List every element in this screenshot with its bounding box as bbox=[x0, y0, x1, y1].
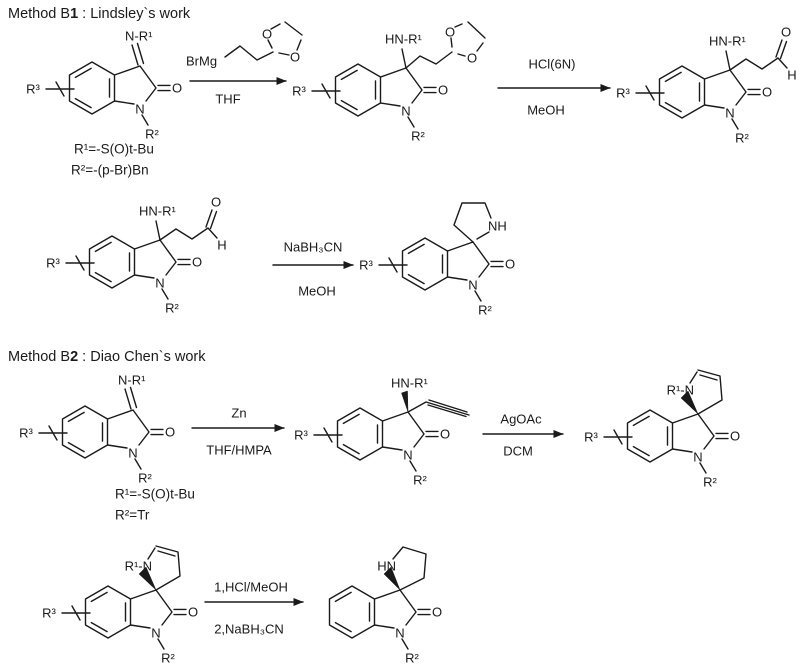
b1-r2-definition: R²=-(p-Br)Bn bbox=[71, 163, 149, 178]
dioxolane-oxygen1-label: O bbox=[262, 27, 272, 42]
b2-r2-definition: R²=Tr bbox=[115, 508, 150, 523]
arrow-4-zinc-propargylation: Zn THF/HMPA bbox=[191, 406, 285, 458]
arrow4-solvent: THF/HMPA bbox=[206, 443, 272, 458]
arrow-1-grignard-addition: THF bbox=[189, 77, 287, 107]
wedge-bond bbox=[401, 390, 409, 413]
b2-title-rest: : Diao Chen`s work bbox=[78, 349, 206, 365]
ethyl-dioxolane-chain-bonds bbox=[405, 21, 486, 69]
b2-title-prefix: Method B bbox=[8, 349, 70, 365]
pyrrolidine-hn-label: HN bbox=[377, 559, 396, 574]
pyrrolidine-ring-bonds bbox=[392, 546, 427, 591]
pyrrolidine-nh-label: NH bbox=[488, 219, 507, 234]
wedge-bond bbox=[383, 566, 401, 591]
method-b2-title: Method B2 : Diao Chen`s work bbox=[8, 349, 206, 365]
r3-use bbox=[291, 82, 341, 100]
brmg-label: BrMg bbox=[186, 54, 217, 69]
b2-title-number: 2 bbox=[70, 349, 78, 365]
b2-spirodihydropyrrole-product bbox=[584, 370, 740, 490]
arrow-3-reductive-amination: NaBH₃CN MeOH bbox=[272, 240, 354, 299]
b1-r1-definition: R¹=-S(O)t-Bu bbox=[74, 142, 154, 157]
b1-title-prefix: Method B bbox=[8, 6, 70, 22]
arrow5-reagent: AgOAc bbox=[500, 412, 542, 427]
b2-propargyl-adduct: HN-R¹ bbox=[293, 376, 470, 489]
grignard-dioxolane-reagent: BrMg O O bbox=[186, 21, 303, 69]
b1-ketimine-substrate bbox=[26, 29, 182, 142]
arrow2-reagent: HCl(6N) bbox=[529, 57, 576, 72]
propargyl-chain-bonds bbox=[407, 399, 470, 418]
arrow1-solvent: THF bbox=[215, 92, 240, 107]
oxindole-core-use bbox=[336, 407, 451, 489]
hn-r1-use bbox=[384, 30, 424, 69]
b1-title-rest: : Lindsley`s work bbox=[78, 6, 191, 22]
b2-spirodihydropyrrole-substrate bbox=[42, 546, 198, 666]
b2-r1-definition: R¹=-S(O)t-Bu bbox=[115, 487, 195, 502]
arrow5-solvent: DCM bbox=[503, 444, 533, 459]
b1-aldehyde-substrate bbox=[46, 195, 227, 316]
dioxolane-oxygen2-label: O bbox=[467, 51, 477, 66]
r3-use bbox=[293, 426, 343, 444]
arrow3-solvent: MeOH bbox=[298, 284, 336, 299]
arrow4-reagent: Zn bbox=[231, 406, 246, 421]
arrow3-reagent: NaBH₃CN bbox=[284, 240, 343, 255]
oxindole-core-use bbox=[334, 63, 449, 145]
arrow-5-silver-cyclization: AgOAc DCM bbox=[482, 412, 564, 459]
oxindole-core-use bbox=[328, 585, 443, 666]
b1-spiropyrrolidine-product: NH bbox=[358, 202, 516, 319]
r3-use bbox=[358, 256, 408, 274]
oxindole-core-use bbox=[401, 237, 516, 319]
dioxolane-oxygen2-label: O bbox=[290, 50, 300, 65]
arrow6-step1: 1,HCl/MeOH bbox=[214, 580, 288, 595]
pyrrolidine-ring-bonds bbox=[453, 202, 492, 243]
b1-dioxolane-adduct: O O bbox=[291, 21, 486, 145]
b1-aldehyde-product bbox=[616, 25, 797, 146]
method-b1-title: Method B1 : Lindsley`s work bbox=[8, 6, 191, 22]
hn-r1-label: HN-R¹ bbox=[391, 376, 428, 391]
dioxolane-oxygen1-label: O bbox=[445, 25, 455, 40]
arrow-2-acetal-hydrolysis: HCl(6N) MeOH bbox=[497, 57, 611, 118]
arrow6-step2: 2,NaBH₃CN bbox=[214, 622, 284, 637]
arrow2-solvent: MeOH bbox=[527, 103, 565, 118]
b2-final-spiropyrrolidine-product: HN bbox=[328, 546, 443, 666]
grignard-chain-and-dioxolane-bonds bbox=[224, 21, 303, 61]
b2-ketimine-substrate bbox=[19, 373, 175, 486]
arrow-6-deprotection-reduction: 1,HCl/MeOH 2,NaBH₃CN bbox=[204, 580, 304, 637]
b1-title-number: 1 bbox=[70, 6, 78, 22]
